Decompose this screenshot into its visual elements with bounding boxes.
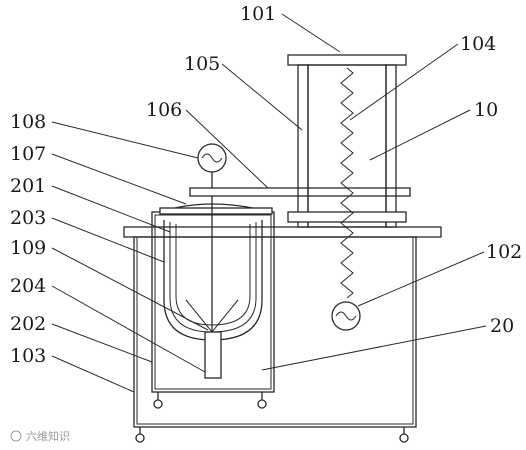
wheel-front-right <box>399 427 409 443</box>
label-101: 101 <box>240 3 276 25</box>
watermark: 六维知识 <box>10 429 70 443</box>
wheel-front-left <box>135 427 145 443</box>
screw-rod <box>340 67 354 299</box>
label-104: 104 <box>460 33 496 55</box>
label-108: 108 <box>10 111 46 133</box>
cabinet <box>123 226 442 428</box>
label-201: 201 <box>10 175 46 197</box>
wheel-inner-left <box>153 392 163 409</box>
leader-lines <box>51 13 487 393</box>
label-105: 105 <box>184 53 220 75</box>
label-203: 203 <box>10 207 46 229</box>
motor-108 <box>197 143 227 173</box>
part-labels: 101 104 105 10 106 108 107 201 203 109 1… <box>10 3 522 367</box>
label-102: 102 <box>486 241 522 263</box>
label-10: 10 <box>474 99 498 121</box>
label-202: 202 <box>10 313 46 335</box>
drain-pipe <box>204 331 222 379</box>
motor-102 <box>331 301 361 331</box>
wheel-inner-right <box>257 392 267 409</box>
inner-container <box>163 220 263 341</box>
watermark-text: 六维知识 <box>26 429 70 443</box>
horizontal-arm <box>189 172 411 197</box>
label-107: 107 <box>10 143 46 165</box>
lid <box>159 203 273 215</box>
watermark-icon <box>10 430 22 442</box>
wheels <box>135 392 409 443</box>
label-204: 204 <box>10 275 46 297</box>
label-20: 20 <box>490 315 514 337</box>
label-103: 103 <box>10 345 46 367</box>
label-106: 106 <box>146 99 182 121</box>
label-109: 109 <box>10 237 46 259</box>
lifting-frame <box>287 54 407 228</box>
